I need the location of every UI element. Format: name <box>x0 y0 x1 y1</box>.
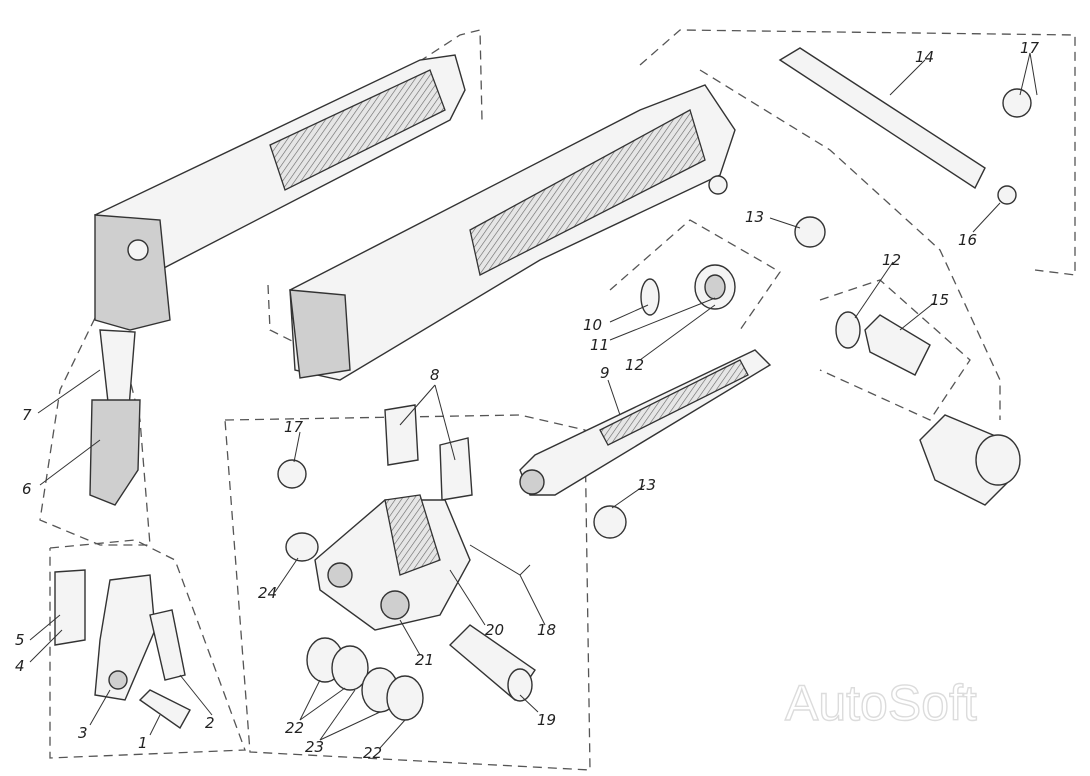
rear-boom-clevis <box>89 399 141 506</box>
callout-17-right: 17 <box>1020 39 1040 57</box>
callout-13-top: 13 <box>745 208 764 226</box>
part-16-washer <box>997 185 1017 205</box>
callout-22-left: 22 <box>285 719 304 737</box>
callout-1: 1 <box>138 734 148 752</box>
callout-19: 19 <box>537 711 556 729</box>
rear-boom-assembly <box>89 54 466 506</box>
callout-12-right: 12 <box>882 251 901 269</box>
callout-11: 11 <box>590 336 609 354</box>
callout-8: 8 <box>430 366 440 384</box>
part-19-pin-head <box>507 668 533 702</box>
part-10-ring <box>640 278 660 316</box>
part-17-nut-left <box>277 459 307 489</box>
part-21-bracket-hole-right <box>380 590 410 620</box>
part-3-arm-eye <box>108 670 128 690</box>
part-12-ring-right <box>835 311 861 349</box>
callout-14: 14 <box>915 48 934 66</box>
part-23-spring-a <box>331 645 369 691</box>
part-22-spring-b <box>386 675 424 721</box>
main-boom-end <box>289 289 351 379</box>
watermark-text: AutoSoft <box>785 675 977 731</box>
outline-main-boom-top <box>639 29 1076 276</box>
part-9-cylinder-eye <box>519 469 545 495</box>
main-boom-lug <box>708 175 728 195</box>
part-8-plate-left <box>384 404 419 466</box>
callout-24: 24 <box>258 584 277 602</box>
part-1-bolt <box>138 689 191 730</box>
part-21-bracket-web <box>384 494 441 576</box>
part-18-pin <box>469 544 531 576</box>
main-boom-assembly <box>289 84 736 381</box>
callout-9: 9 <box>600 364 610 382</box>
callout-22-right: 22 <box>363 744 382 762</box>
rear-boom-pivot <box>127 239 149 261</box>
callout-7: 7 <box>22 406 32 424</box>
callout-16: 16 <box>958 231 977 249</box>
part-2-yoke <box>149 609 186 681</box>
callout-12-center: 12 <box>625 356 644 374</box>
callout-labels: 7 6 5 4 3 1 2 8 9 10 11 12 12 13 13 14 1… <box>15 39 1040 762</box>
outline-hinge-group <box>49 539 246 759</box>
bracket-assembly <box>277 404 536 721</box>
callout-4: 4 <box>15 657 25 675</box>
part-17-nut-right <box>1002 88 1032 118</box>
part-24-washer <box>285 532 319 562</box>
callout-17-left: 17 <box>284 418 304 436</box>
part-15-pin <box>864 314 931 376</box>
leader-lines <box>29 52 1038 749</box>
part-14-rod <box>778 47 986 190</box>
part-12-bushing-bore <box>704 274 726 300</box>
part-9-cylinder-rod <box>599 359 749 446</box>
part-3-arm <box>94 574 156 701</box>
outline-right-arc <box>699 69 1001 420</box>
callout-3: 3 <box>78 724 88 742</box>
part-13-cap-bottom <box>593 505 627 539</box>
rear-boom-head <box>94 214 171 331</box>
part-13-cap-top <box>794 216 826 248</box>
main-boom-ribbing <box>469 109 706 276</box>
callout-18: 18 <box>537 621 556 639</box>
outline-pin-group <box>819 279 971 421</box>
callout-6: 6 <box>22 480 32 498</box>
callout-20: 20 <box>485 621 504 639</box>
part-21-bracket-hole-left <box>327 562 353 588</box>
part-4-plate <box>54 569 86 646</box>
callout-2: 2 <box>205 714 215 732</box>
callout-13-bottom: 13 <box>637 476 656 494</box>
drum-hub-cap <box>975 434 1021 486</box>
callout-5: 5 <box>15 631 25 649</box>
callout-10: 10 <box>583 316 602 334</box>
outline-ring-group <box>609 219 781 331</box>
outline-bracket-group <box>224 414 591 771</box>
callout-15: 15 <box>930 291 949 309</box>
callout-23: 23 <box>305 738 324 756</box>
hinge-assembly <box>54 569 191 730</box>
part-8-plate-right <box>439 437 473 501</box>
rear-boom-ribbing <box>269 69 446 191</box>
callout-21: 21 <box>415 651 434 669</box>
